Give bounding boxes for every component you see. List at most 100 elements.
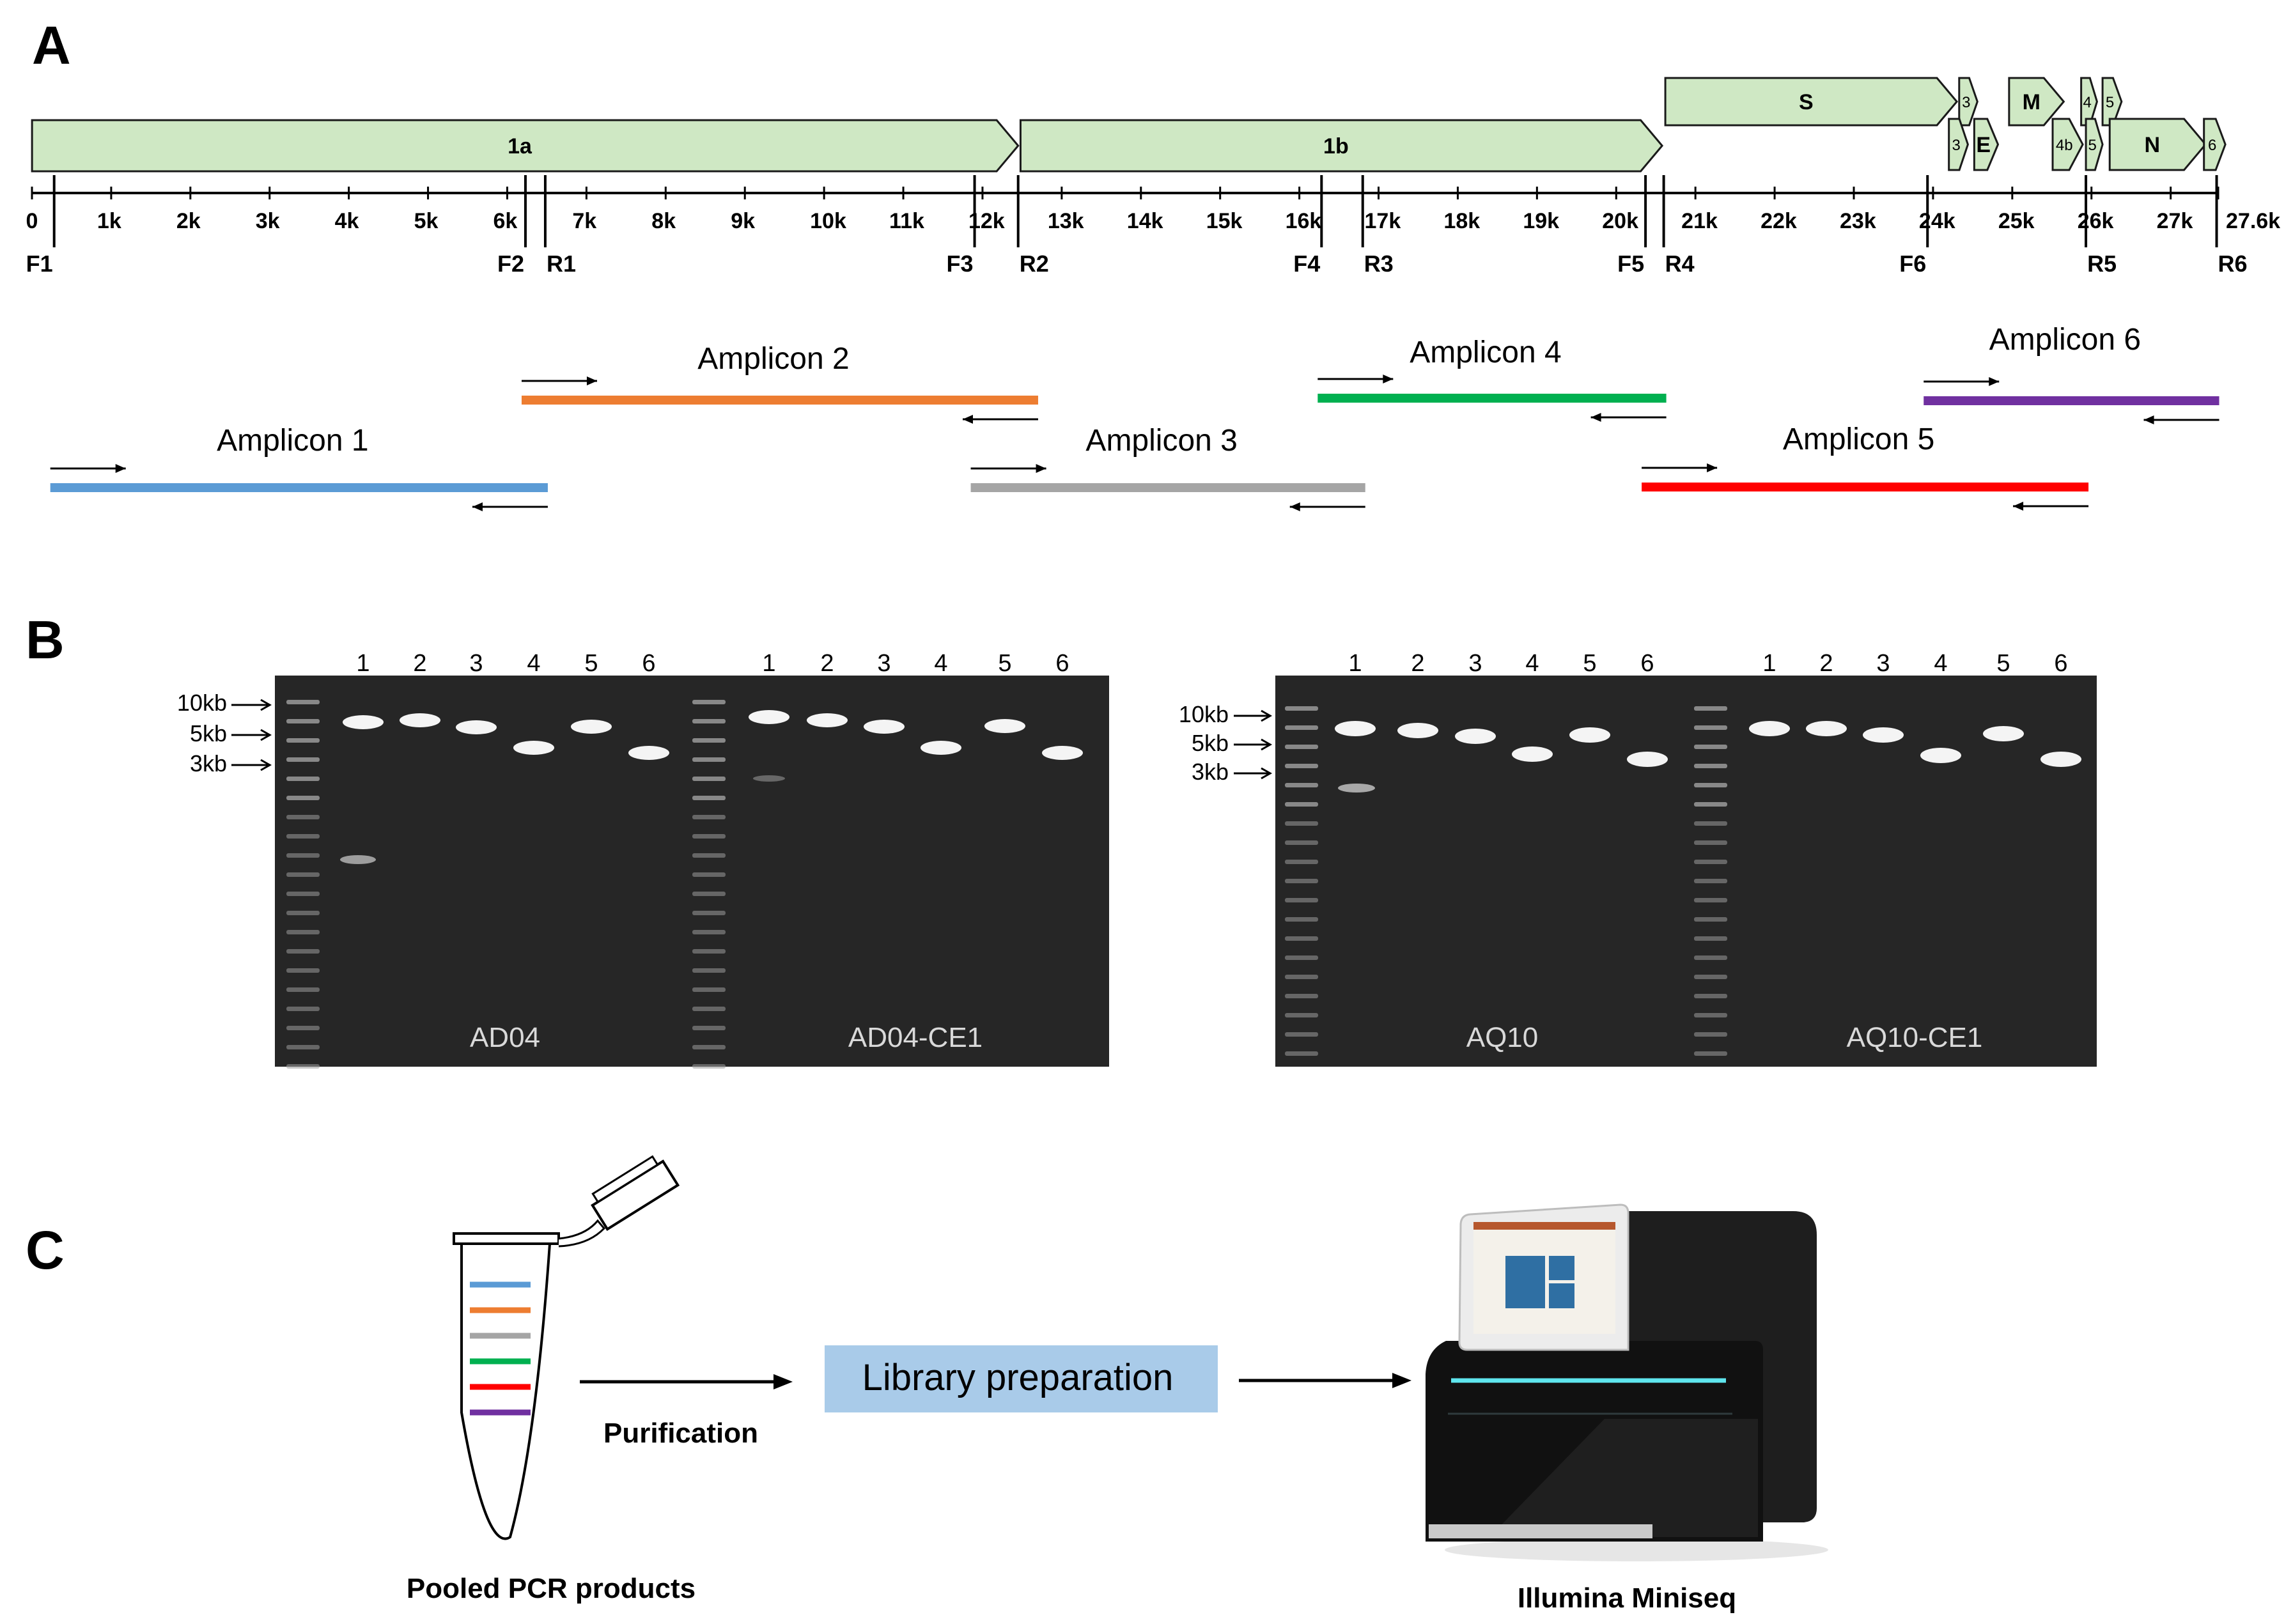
ladder-band	[1285, 1013, 1318, 1017]
axis-tick-label: 5k	[414, 209, 439, 233]
gel-sample-label: AQ10-CE1	[1847, 1022, 1983, 1053]
arrow-to-sequencer	[1239, 1373, 1411, 1388]
axis-tick-label: 27.6k	[2226, 209, 2280, 233]
ladder-band	[1285, 936, 1318, 941]
tube-body	[460, 1242, 552, 1540]
gene-arrow	[2051, 118, 2084, 171]
gene-label: N	[2145, 133, 2161, 157]
ladder-band	[1285, 764, 1318, 768]
ladder-band	[286, 872, 320, 877]
axis-tick-label: 26k	[2078, 209, 2114, 233]
gel-image-left	[275, 676, 1109, 1069]
lane-number: 6	[2054, 650, 2067, 677]
ladder-band	[286, 853, 320, 858]
panel-label-a: A	[32, 15, 71, 75]
ladder-band	[692, 949, 726, 954]
pooled-amplicon-bands	[470, 1281, 531, 1416]
ladder-band	[1285, 745, 1318, 749]
gel-band	[628, 746, 669, 760]
panel-label-c: C	[26, 1220, 65, 1280]
ladder-band	[286, 949, 320, 954]
gene-label: E	[1976, 133, 1991, 157]
primer-label: R3	[1364, 251, 1394, 277]
screen-tile-main	[1505, 1256, 1545, 1308]
gel-band	[2040, 752, 2081, 767]
ladder-band	[692, 738, 726, 743]
gel-band	[807, 713, 848, 727]
ladder-band	[286, 968, 320, 973]
lane-number: 1	[356, 650, 369, 677]
library-prep-label: Library preparation	[862, 1357, 1174, 1398]
lane-number: 3	[1468, 650, 1482, 677]
gel-band	[1749, 721, 1790, 736]
lane-number: 1	[762, 650, 775, 677]
ladder-band	[1694, 975, 1727, 979]
gel-bands	[1285, 706, 2081, 1056]
reverse-primer-arrow-head	[1590, 413, 1601, 422]
axis-tick-label: 20k	[1602, 209, 1638, 233]
gene-label: 4b	[2056, 137, 2073, 154]
gel-bands	[286, 700, 1083, 1069]
gene-arrow	[31, 119, 1020, 173]
ladder-band	[286, 757, 320, 762]
axis-tick-label: 15k	[1206, 209, 1243, 233]
axis-tick-label: 14k	[1127, 209, 1163, 233]
ladder-band	[692, 872, 726, 877]
marker-label: 5kb	[1192, 730, 1229, 756]
lane-number: 4	[934, 650, 947, 677]
gel-band	[571, 720, 612, 734]
primer-label: R1	[547, 251, 576, 277]
ladder-band	[1694, 783, 1727, 787]
gene-label: 3	[1952, 137, 1961, 154]
arrow-purification	[580, 1374, 793, 1389]
ladder-band	[286, 700, 320, 704]
gel-image-right	[1275, 676, 2097, 1067]
gel-sample-label: AD04	[470, 1022, 540, 1053]
ladder-band	[692, 1026, 726, 1030]
ladder-band	[1694, 725, 1727, 730]
sequencer-gloss	[1489, 1419, 1758, 1537]
gel-band	[749, 710, 789, 724]
ladder-band	[286, 911, 320, 915]
ladder-band	[286, 1007, 320, 1011]
ladder-band	[692, 777, 726, 781]
gene-label: 5	[2088, 137, 2096, 154]
lane-number: 6	[1640, 650, 1654, 677]
ladder-band	[692, 930, 726, 934]
ladder-band	[1694, 860, 1727, 864]
gel-band	[1627, 752, 1668, 767]
lane-number: 4	[1934, 650, 1947, 677]
gene-arrow	[2008, 77, 2065, 127]
gene-arrow	[2108, 118, 2207, 171]
ladder-band	[1285, 955, 1318, 960]
ladder-band	[692, 815, 726, 819]
lane-number: 4	[527, 650, 540, 677]
gel-band	[400, 713, 440, 727]
ladder-band	[692, 719, 726, 723]
ladder-band	[286, 738, 320, 743]
axis-tick-label: 10k	[810, 209, 846, 233]
axis-tick-label: 3k	[256, 209, 280, 233]
gel-band	[753, 775, 785, 782]
amplicon-label: Amplicon 1	[217, 424, 368, 458]
axis-tick-label: 17k	[1365, 209, 1401, 233]
gel-band	[1569, 727, 1610, 743]
gel-band	[921, 741, 961, 755]
amplicon-label: Amplicon 5	[1783, 422, 1934, 456]
lane-number: 2	[1819, 650, 1833, 677]
axis-tick-label: 22k	[1761, 209, 1797, 233]
ladder-band	[1285, 1032, 1318, 1037]
gel-band	[1863, 727, 1904, 743]
gel-band	[456, 720, 497, 734]
lane-number: 2	[820, 650, 834, 677]
ladder-band	[1285, 917, 1318, 922]
reverse-primer-arrow-head	[1289, 502, 1300, 511]
marker-label: 3kb	[1192, 759, 1229, 785]
amplicon-label: Amplicon 4	[1410, 336, 1561, 369]
primer-label: F6	[1899, 251, 1926, 277]
gel-band	[343, 715, 384, 729]
screen-header-bar	[1473, 1222, 1615, 1230]
